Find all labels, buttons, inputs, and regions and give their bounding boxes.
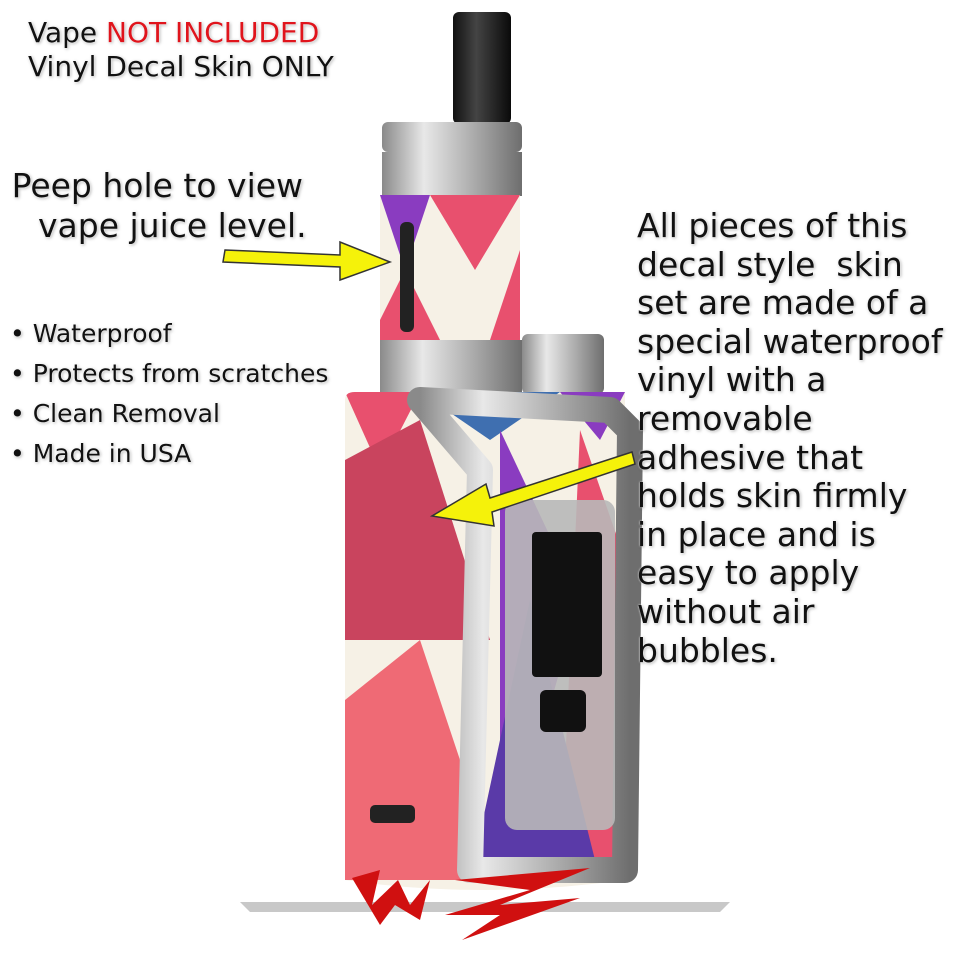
brand-logo — [240, 868, 730, 940]
vape-not-included-note: Vape NOT INCLUDED Vinyl Decal Skin ONLY — [28, 16, 334, 84]
callout-line: Peep hole to view — [11, 166, 304, 205]
decal-only-label: Vinyl Decal Skin ONLY — [28, 50, 334, 83]
feature-item: • Made in USA — [10, 439, 192, 468]
display-screen — [532, 532, 602, 677]
description-line: holds skin firmly — [637, 476, 908, 516]
description-line: without air — [637, 591, 815, 631]
usb-port — [370, 805, 415, 823]
description-line: adhesive that — [637, 437, 864, 477]
description-line: removable — [637, 398, 813, 438]
peep-hole — [400, 222, 414, 332]
description-line: vinyl with a — [637, 360, 827, 400]
description-line: special waterproof — [637, 321, 943, 361]
tank-skin — [380, 195, 520, 340]
description-line: decal style skin — [637, 244, 903, 284]
not-included-label: NOT INCLUDED — [106, 16, 320, 49]
callout-line: vape juice level. — [38, 206, 307, 245]
description-line: easy to apply — [637, 553, 860, 593]
feature-item: • Waterproof — [10, 319, 172, 348]
description-line: bubbles. — [637, 630, 778, 670]
feature-list: • Waterproof • Protects from scratches •… — [10, 314, 328, 474]
description-line: set are made of a — [637, 283, 929, 323]
peephole-callout: Peep hole to view vape juice level. — [8, 166, 307, 246]
feature-item: • Clean Removal — [10, 399, 220, 428]
description-line: in place and is — [637, 514, 876, 554]
description-line: All pieces of this — [637, 206, 908, 245]
feature-item: • Protects from scratches — [10, 359, 329, 388]
note-prefix: Vape — [28, 16, 98, 49]
arrow-icon — [222, 240, 636, 527]
fire-button — [540, 690, 586, 732]
description-text: All pieces of this decal style skin set … — [637, 206, 943, 670]
drip-tip — [453, 12, 511, 124]
